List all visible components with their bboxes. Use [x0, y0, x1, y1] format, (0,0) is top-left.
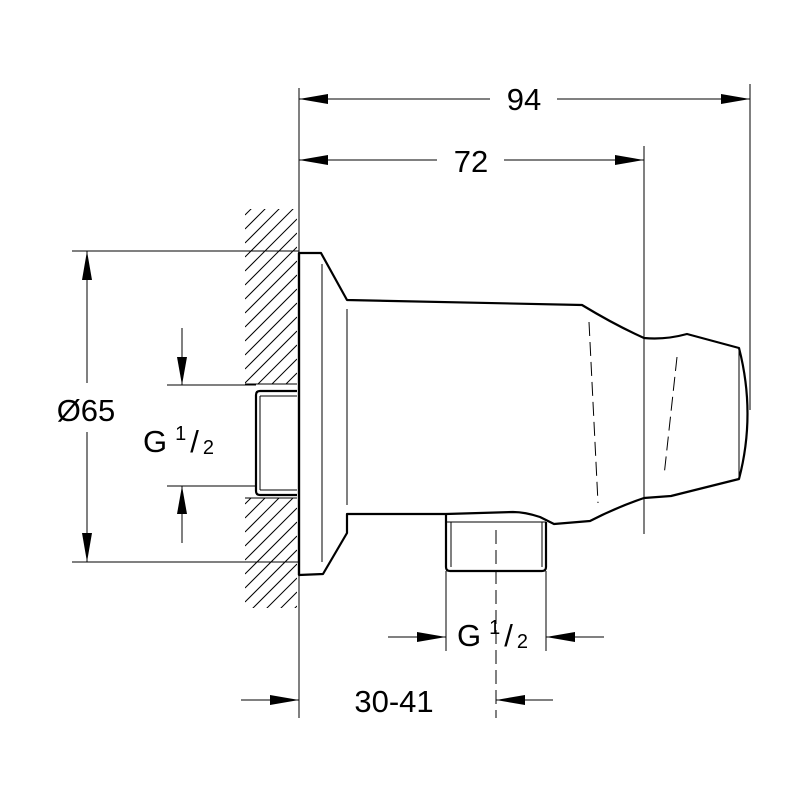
dimension-72: 72 — [299, 144, 644, 179]
hatch-line — [245, 429, 297, 481]
hatch-line — [245, 232, 297, 286]
hatch-line — [245, 438, 297, 490]
wall-hatching-bottom — [245, 438, 297, 714]
hatch-line — [271, 358, 297, 384]
hatch-line — [245, 316, 297, 370]
hatch-line — [245, 634, 297, 686]
hatch-line — [245, 218, 297, 272]
dimension-label-72: 72 — [454, 144, 488, 179]
hidden-contour-line — [588, 321, 599, 504]
hidden-contour-line — [663, 356, 678, 477]
dimension-label-30-41: 30-41 — [354, 684, 433, 719]
outlet-thread-label: G 1 / 2 — [457, 617, 528, 653]
dimension-wall-thread: G 1 / 2 — [143, 328, 214, 543]
outlet-body-outline — [297, 251, 749, 577]
hatch-line — [257, 344, 297, 384]
wall-thread-label: G 1 / 2 — [143, 423, 214, 459]
dimension-30-41: 30-41 — [241, 684, 553, 719]
hatch-line — [245, 443, 297, 495]
dimension-diameter-65: Ø65 — [57, 251, 116, 562]
hatch-line — [245, 401, 297, 453]
hatch-line — [285, 372, 297, 384]
hatch-line — [280, 591, 297, 608]
hatch-line — [245, 209, 266, 230]
hatch-line — [245, 498, 266, 519]
dimension-label-94: 94 — [507, 82, 541, 117]
hatch-line — [245, 549, 297, 603]
hatch-line — [245, 498, 294, 547]
dimension-outlet-thread: G 1 / 2 — [388, 617, 604, 653]
hatch-line — [252, 563, 297, 608]
hatch-line — [245, 288, 297, 342]
hatch-line — [245, 415, 297, 467]
hatch-line — [245, 274, 297, 328]
hatch-line — [245, 387, 297, 439]
dimension-94: 94 — [299, 82, 750, 117]
hatch-line — [245, 302, 297, 356]
hatch-line — [245, 246, 297, 300]
hatch-line — [245, 209, 252, 216]
hatch-line — [245, 498, 280, 533]
hatch-line — [245, 648, 297, 700]
hatch-line — [245, 507, 297, 561]
hatch-line — [245, 620, 297, 672]
hatch-line — [245, 260, 297, 314]
dimension-label-d65: Ø65 — [57, 393, 116, 428]
wall-hatching-top — [245, 149, 297, 495]
hatch-line — [245, 209, 280, 244]
hatch-line — [245, 498, 252, 505]
hatch-line — [245, 521, 297, 575]
hatch-line — [245, 662, 297, 714]
hatch-line — [245, 149, 297, 201]
hatch-line — [245, 330, 297, 384]
wall-thread-nipple — [254, 389, 297, 497]
hatch-line — [266, 577, 297, 608]
hatch-line — [245, 209, 294, 258]
hatch-line — [294, 605, 297, 608]
